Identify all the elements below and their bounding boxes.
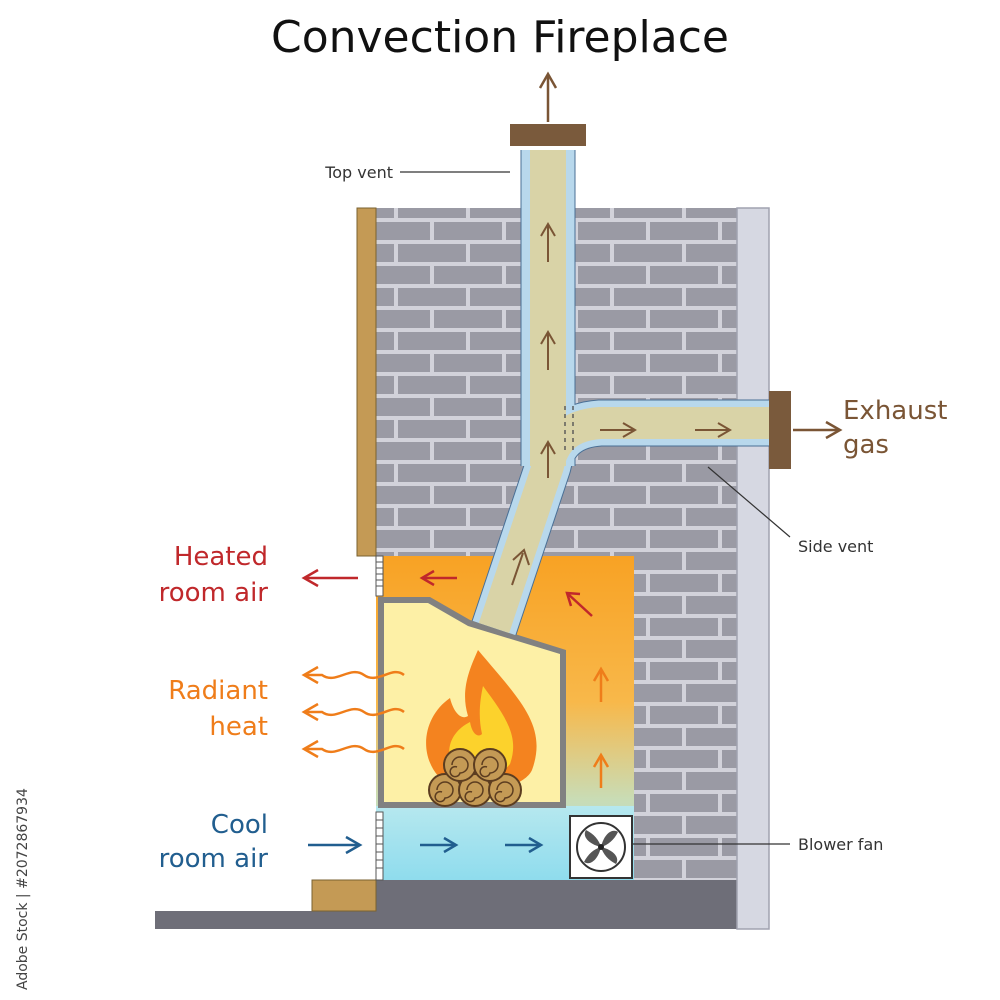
cool-room-air-label-line1: Cool (211, 810, 268, 840)
blower-fan-label: Blower fan (798, 835, 883, 854)
flue-arrow-up (540, 440, 556, 478)
room-air-arrows (301, 568, 405, 855)
flue-arrow-diagonal (511, 548, 530, 586)
radiant-heat-wave (301, 665, 405, 685)
side-vent-label: Side vent (798, 537, 873, 556)
flue-arrows (511, 222, 732, 586)
flue-arrow-up (540, 330, 556, 370)
hearth-step (311, 879, 377, 912)
radiant-heat-label-line2: heat (209, 712, 268, 742)
flue-arrow-right (600, 422, 637, 438)
convection-arrows (419, 569, 610, 854)
top-exhaust-arrow (538, 71, 558, 122)
heated-room-air-arrow (301, 568, 358, 588)
radiant-heat-label-line1: Radiant (168, 676, 268, 706)
heated-room-air-label-line1: Heated (174, 542, 268, 572)
radiant-heat-wave (301, 702, 405, 722)
cool-inner-arrow (505, 836, 544, 854)
flue-arrow-right (695, 422, 732, 438)
fireplace-base (376, 880, 737, 911)
rising-diagonal-arrow (565, 591, 593, 617)
side-exhaust-arrow (793, 420, 843, 440)
heated-room-air-label-line2: room air (159, 578, 269, 608)
floor-slab (155, 911, 737, 929)
side-vent-callout-line (707, 466, 791, 538)
flue-arrow-up (540, 222, 556, 262)
top-vent-cap (510, 124, 586, 146)
heated-inner-arrow (419, 569, 457, 587)
heated-air-grille (375, 555, 384, 597)
outer-wall (736, 207, 770, 930)
side-vent-cap (769, 391, 791, 469)
blower-fan (569, 815, 633, 879)
cool-grille-slats (376, 819, 383, 869)
heated-grille-slats (376, 561, 383, 587)
radiant-heat-wave (301, 739, 405, 759)
cool-inner-arrow (420, 836, 459, 854)
stock-id-text: Adobe Stock | #2072867934 (15, 788, 31, 990)
wooden-mantel (356, 207, 377, 557)
top-vent-label: Top vent (324, 163, 393, 182)
exhaust-arrows (538, 71, 843, 440)
rising-arrow (592, 752, 610, 788)
cool-room-air-label-line2: room air (159, 844, 269, 874)
exhaust-gas-label-line1: Exhaust (843, 396, 947, 426)
cool-air-grille (375, 811, 384, 881)
cool-room-air-arrow (308, 835, 363, 855)
exhaust-gas-label-line2: gas (843, 430, 889, 460)
diagram-title: Convection Fireplace (271, 12, 729, 63)
firewood-logs (428, 748, 522, 807)
rising-arrow (592, 666, 610, 702)
